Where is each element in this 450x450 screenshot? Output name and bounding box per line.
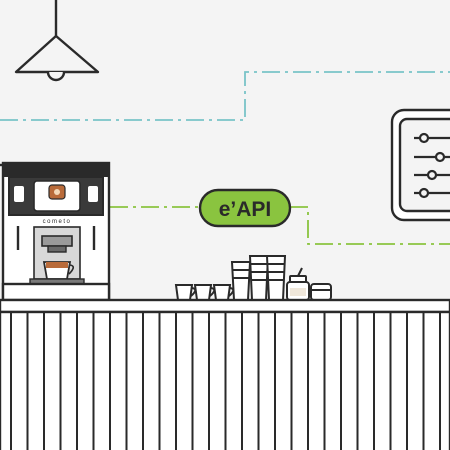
sliders-icon — [414, 132, 450, 199]
machine-brand: cometo — [43, 219, 72, 225]
coffee-machine-icon: cometo — [0, 161, 111, 302]
glass-stack-3 — [265, 255, 287, 301]
espresso-cups — [174, 284, 235, 301]
glass-stack-1 — [230, 261, 252, 301]
eapi-badge-label: e’API — [219, 198, 272, 221]
jar-2 — [310, 283, 332, 301]
green-connector-line-right — [290, 206, 450, 245]
sugar-jars — [286, 267, 332, 301]
counter-slats — [10, 312, 441, 450]
jar-1 — [286, 267, 310, 301]
glass-stack-2 — [248, 255, 270, 301]
glass-stacks — [230, 255, 287, 301]
settings-panel — [390, 108, 450, 222]
pendant-lamp-icon — [14, 0, 100, 82]
teal-connector-line — [0, 71, 450, 121]
bar-counter — [0, 298, 450, 450]
eapi-badge: e’API — [198, 188, 292, 228]
